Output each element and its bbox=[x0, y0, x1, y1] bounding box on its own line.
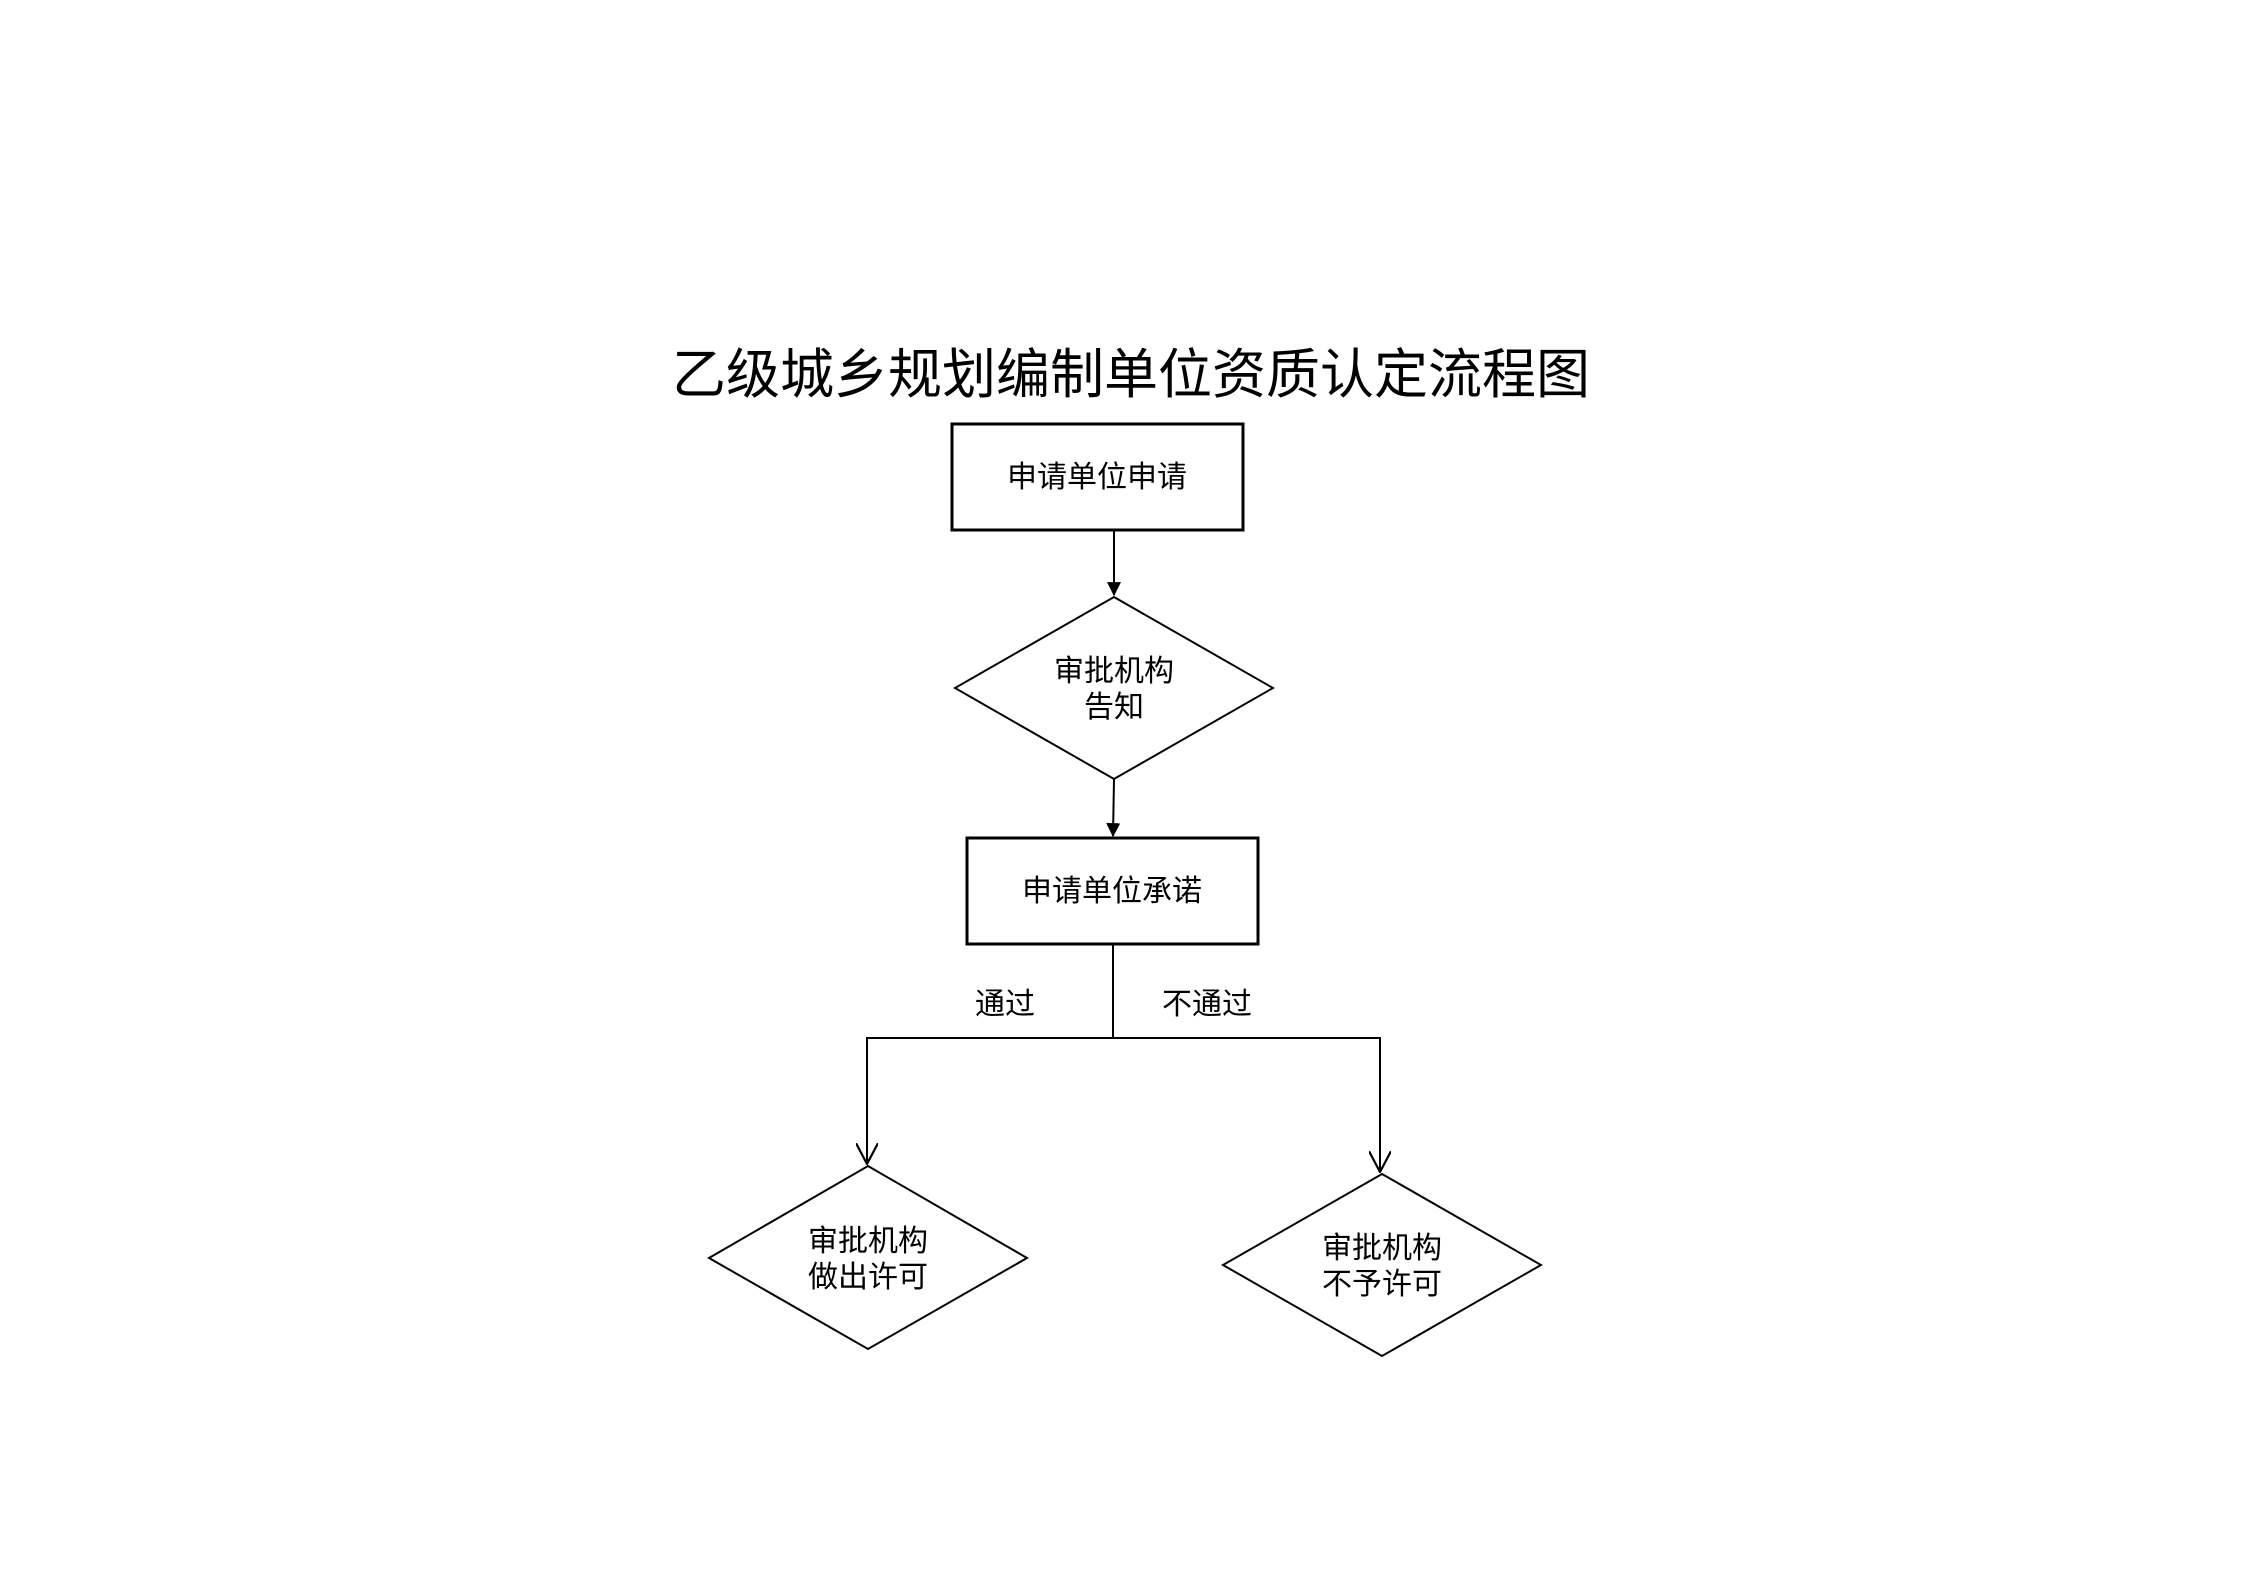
node-notify-line2: 告知 bbox=[1084, 690, 1144, 725]
node-deny-line1: 审批机构 bbox=[1322, 1231, 1442, 1266]
node-grant-line1: 审批机构 bbox=[808, 1224, 928, 1259]
node-apply-label: 申请单位申请 bbox=[1007, 460, 1187, 495]
node-commit-label: 申请单位承诺 bbox=[1022, 874, 1202, 909]
edge-notify-to-commit bbox=[1106, 778, 1121, 838]
node-deny-line2: 不予许可 bbox=[1322, 1267, 1442, 1302]
diagram-title: 乙级城乡规划编制单位资质认定流程图 bbox=[672, 343, 1590, 406]
edge-commit-to-grant bbox=[867, 1037, 1113, 1164]
edge-commit-to-deny bbox=[1113, 1037, 1380, 1172]
node-commit-box bbox=[965, 836, 1260, 946]
node-deny-diamond bbox=[1220, 1172, 1544, 1358]
node-grant-diamond bbox=[706, 1164, 1030, 1351]
node-grant-line2: 做出许可 bbox=[808, 1260, 928, 1295]
node-apply-box bbox=[950, 422, 1245, 532]
edge-label-pass: 通过 bbox=[975, 987, 1035, 1022]
node-notify-line1: 审批机构 bbox=[1054, 654, 1174, 689]
edge-label-fail: 不通过 bbox=[1162, 987, 1252, 1022]
